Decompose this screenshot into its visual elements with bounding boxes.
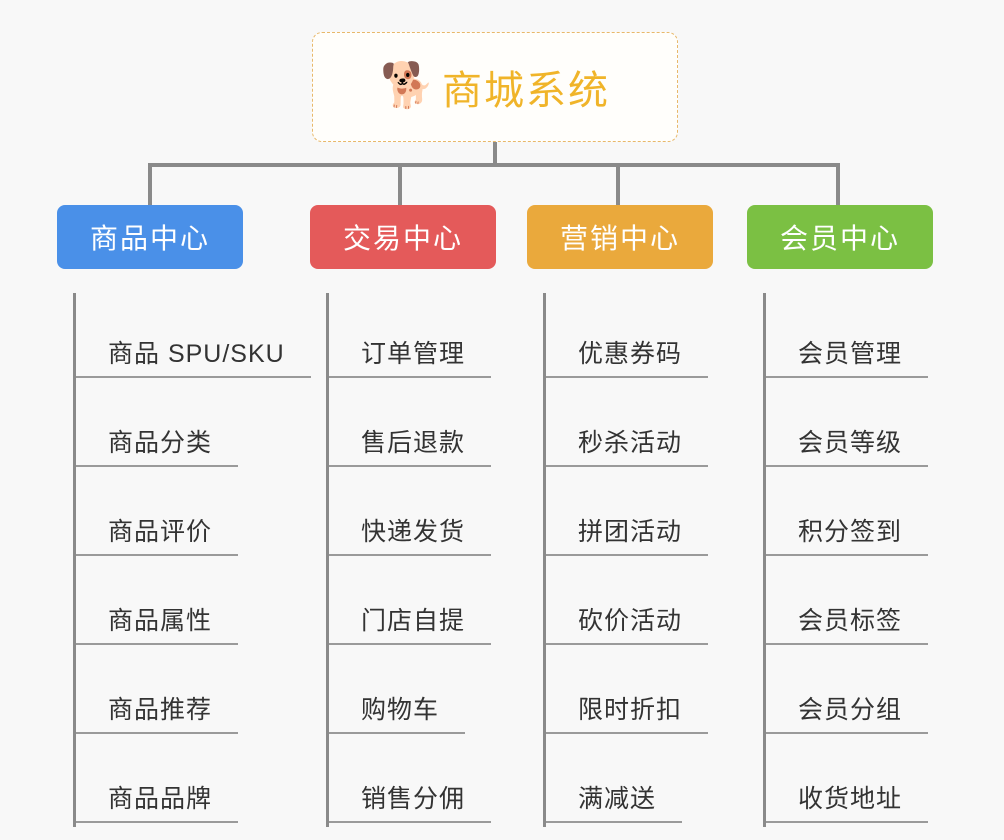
list-item-label: 优惠券码 [546, 334, 709, 378]
list-item-label: 砍价活动 [546, 601, 709, 645]
connector-drop-2 [398, 163, 402, 205]
list-item-label: 会员标签 [766, 601, 929, 645]
category-column-member: 会员中心 会员管理 会员等级 积分签到 会员标签 会员分组 收货地址 [747, 205, 943, 827]
list-item-label: 拼团活动 [546, 512, 709, 556]
list-item-label: 商品分类 [76, 423, 239, 467]
list-item[interactable]: 秒杀活动 [546, 382, 723, 471]
connector-drop-3 [616, 163, 620, 205]
list-item-label: 秒杀活动 [546, 423, 709, 467]
list-item-label: 商品属性 [76, 601, 239, 645]
list-item[interactable]: 商品评价 [76, 471, 289, 560]
item-list-member: 会员管理 会员等级 积分签到 会员标签 会员分组 收货地址 [763, 293, 943, 827]
category-header-label: 会员中心 [779, 223, 900, 254]
list-item[interactable]: 优惠券码 [546, 293, 723, 382]
list-item[interactable]: 快递发货 [329, 471, 506, 560]
list-item[interactable]: 砍价活动 [546, 560, 723, 649]
list-item[interactable]: 订单管理 [329, 293, 506, 382]
list-item-label: 收货地址 [766, 779, 929, 823]
category-column-product: 商品中心 商品 SPU/SKU 商品分类 商品评价 商品属性 商品推荐 商品品牌 [57, 205, 311, 827]
list-item[interactable]: 会员分组 [766, 649, 943, 738]
item-list-trade: 订单管理 售后退款 快递发货 门店自提 购物车 销售分佣 [326, 293, 506, 827]
item-list-product: 商品 SPU/SKU 商品分类 商品评价 商品属性 商品推荐 商品品牌 [73, 293, 311, 827]
category-column-marketing: 营销中心 优惠券码 秒杀活动 拼团活动 砍价活动 限时折扣 满减送 [527, 205, 723, 827]
list-item-label: 限时折扣 [546, 690, 709, 734]
connector-root-stem [493, 142, 497, 165]
list-item-label: 快递发货 [329, 512, 492, 556]
root-node-title: 商城系统 [442, 69, 610, 113]
list-item[interactable]: 商品 SPU/SKU [76, 293, 311, 382]
category-header-label: 营销中心 [559, 223, 680, 254]
list-item-label: 销售分佣 [329, 779, 492, 823]
category-header-marketing[interactable]: 营销中心 [527, 205, 713, 269]
list-item-label: 商品评价 [76, 512, 239, 556]
list-item[interactable]: 门店自提 [329, 560, 506, 649]
item-list-marketing: 优惠券码 秒杀活动 拼团活动 砍价活动 限时折扣 满减送 [543, 293, 723, 827]
list-item-label: 门店自提 [329, 601, 492, 645]
list-item[interactable]: 限时折扣 [546, 649, 723, 738]
category-header-product[interactable]: 商品中心 [57, 205, 243, 269]
category-header-trade[interactable]: 交易中心 [310, 205, 496, 269]
list-item-label: 购物车 [329, 690, 466, 734]
category-header-member[interactable]: 会员中心 [747, 205, 933, 269]
connector-drop-1 [148, 163, 152, 205]
list-item-label: 满减送 [546, 779, 683, 823]
list-item[interactable]: 商品属性 [76, 560, 289, 649]
list-item[interactable]: 商品推荐 [76, 649, 289, 738]
list-item[interactable]: 会员等级 [766, 382, 943, 471]
list-item-label: 会员管理 [766, 334, 929, 378]
list-item-label: 商品品牌 [76, 779, 239, 823]
list-item[interactable]: 商品品牌 [76, 738, 289, 827]
list-item-label: 售后退款 [329, 423, 492, 467]
root-node[interactable]: 🐕 商城系统 [312, 32, 678, 142]
category-header-label: 交易中心 [342, 223, 463, 254]
list-item[interactable]: 会员标签 [766, 560, 943, 649]
list-item[interactable]: 收货地址 [766, 738, 943, 827]
list-item-label: 积分签到 [766, 512, 929, 556]
list-item[interactable]: 购物车 [329, 649, 506, 738]
connector-horizontal-bus [148, 163, 840, 167]
list-item[interactable]: 售后退款 [329, 382, 506, 471]
list-item-label: 会员等级 [766, 423, 929, 467]
connector-drop-4 [836, 163, 840, 205]
list-item[interactable]: 拼团活动 [546, 471, 723, 560]
category-column-trade: 交易中心 订单管理 售后退款 快递发货 门店自提 购物车 销售分佣 [310, 205, 506, 827]
list-item[interactable]: 商品分类 [76, 382, 289, 471]
list-item-label: 商品 SPU/SKU [76, 334, 311, 378]
list-item[interactable]: 积分签到 [766, 471, 943, 560]
list-item[interactable]: 会员管理 [766, 293, 943, 382]
list-item[interactable]: 满减送 [546, 738, 723, 827]
list-item-label: 商品推荐 [76, 690, 239, 734]
list-item-label: 会员分组 [766, 690, 929, 734]
shiba-dog-face-icon: 🐕 [380, 61, 435, 110]
list-item[interactable]: 销售分佣 [329, 738, 506, 827]
list-item-label: 订单管理 [329, 334, 492, 378]
category-header-label: 商品中心 [89, 223, 210, 254]
